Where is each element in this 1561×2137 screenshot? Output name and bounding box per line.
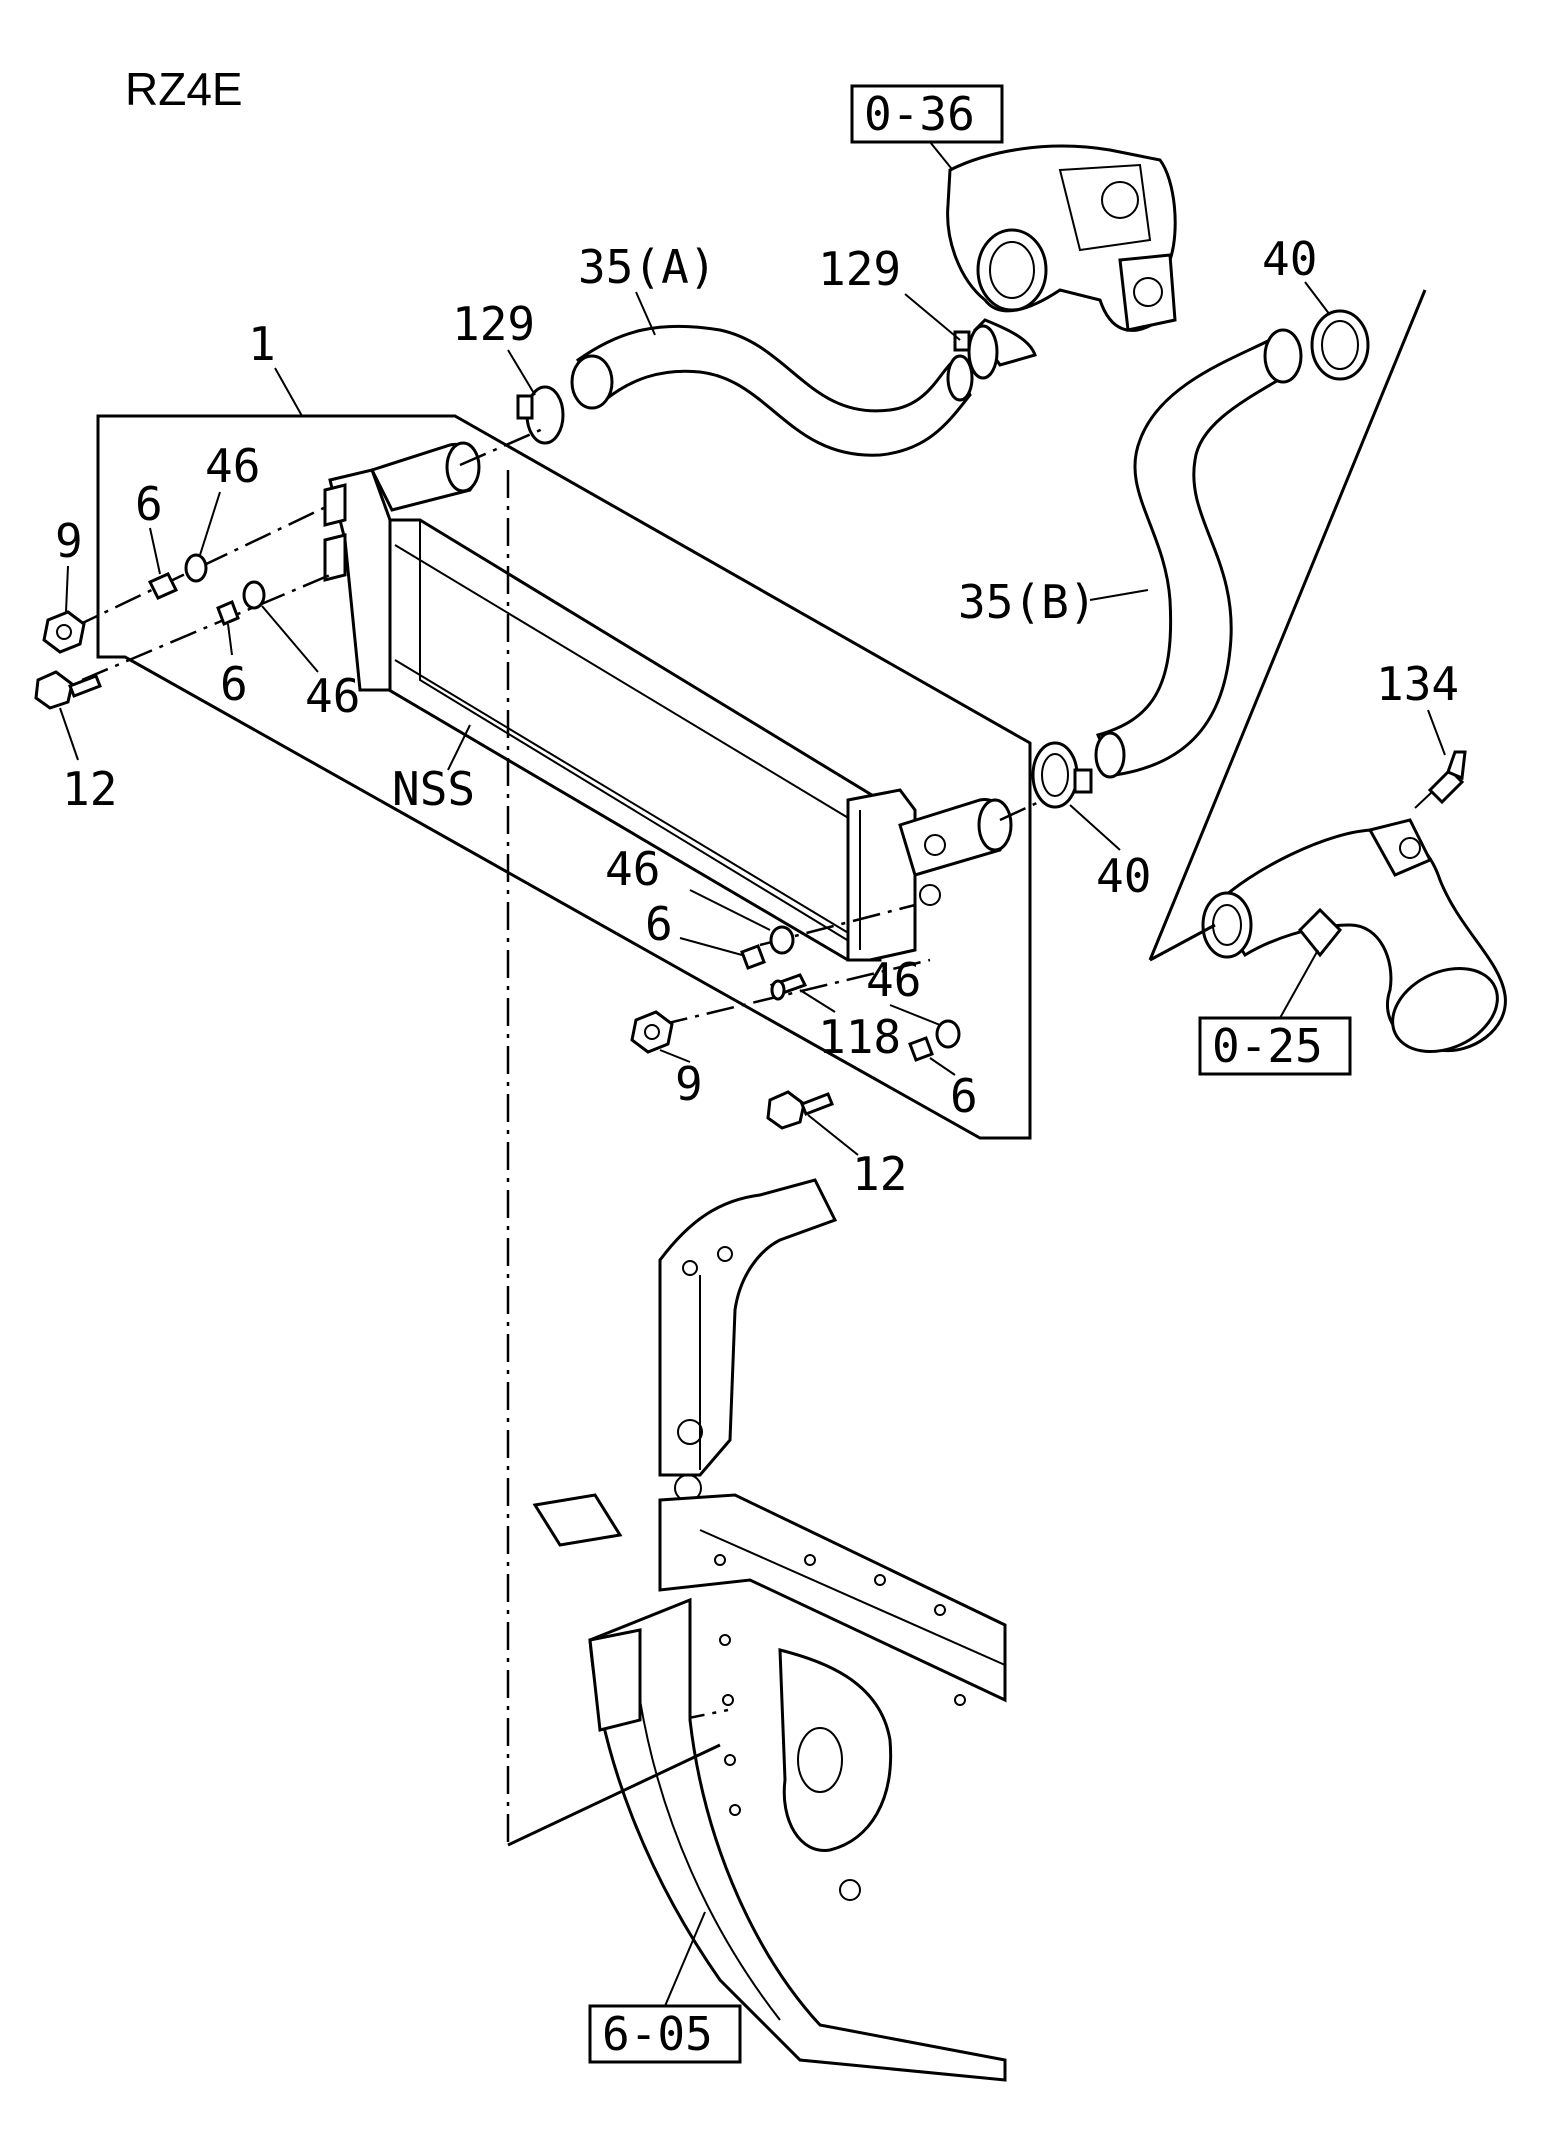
alignment-line-right-lower: [659, 958, 931, 1027]
frame-boundary: [507, 1743, 721, 1847]
ref-box-outlet-pipe[interactable]: 0-25: [1198, 1016, 1352, 1076]
outlet-pipe-boundary: [1149, 923, 1216, 962]
clamp-129-left: [516, 385, 565, 445]
fastener-grommet-46-right-upper: [769, 925, 795, 955]
svg-text:6-05: 6-05: [602, 2007, 713, 2061]
label-grommet-46-b: 46: [305, 669, 360, 723]
intercooler-core: [323, 441, 1013, 962]
fastener-bolt-6-right-lower: [908, 1036, 934, 1062]
label-nut-9-a: 9: [55, 514, 83, 568]
intercooler-boundary: [96, 414, 1032, 1140]
alignment-line-left-lower: [81, 573, 331, 682]
fastener-bolt-12-right: [766, 1090, 834, 1130]
label-clamp-129-right: 129: [818, 242, 901, 296]
fastener-grommet-46-right-lower: [935, 1019, 961, 1049]
label-bolt-6-a: 6: [135, 477, 163, 531]
alignment-line-hose-a: [459, 426, 546, 467]
label-nut-9-b: 9: [675, 1057, 703, 1111]
fastener-bolt-6-left-lower: [216, 600, 240, 626]
label-grommet-46-a: 46: [205, 439, 260, 493]
label-clamp-40-top: 40: [1262, 232, 1317, 286]
hose-b-boundary: [1148, 289, 1427, 961]
fastener-bolt-6-left-upper: [147, 572, 179, 600]
fastener-bolt-6-right-upper: [740, 944, 766, 970]
label-stud-118: 118: [818, 1010, 901, 1064]
svg-text:0-25: 0-25: [1212, 1019, 1323, 1073]
fastener-grommet-46-left-lower: [242, 580, 266, 610]
label-intercooler: 1: [248, 317, 276, 371]
clamp-40-bottom: [1031, 741, 1093, 809]
label-bolt-12-b: 12: [852, 1147, 907, 1201]
fastener-nut-9-left: [42, 610, 86, 654]
label-bolt-6-c: 6: [645, 897, 673, 951]
svg-text:0-36: 0-36: [864, 87, 975, 141]
label-grommet-46-c: 46: [605, 842, 660, 896]
hose-35a: [570, 324, 974, 457]
fastener-grommet-46-left-upper: [184, 553, 208, 583]
label-bracket-nss: NSS: [392, 762, 475, 816]
label-hose-35a: 35(A): [578, 240, 716, 294]
label-bolt-12-a: 12: [62, 762, 117, 816]
clamp-40-top: [1310, 309, 1370, 381]
clamp-129-right: [953, 324, 999, 380]
model-code: RZ4E: [125, 63, 243, 115]
label-clamp-129-left: 129: [452, 297, 535, 351]
frame-drawing: [532, 1178, 1007, 2082]
sensor-134: [1414, 750, 1467, 809]
label-bolt-6-b: 6: [220, 657, 248, 711]
fastener-stud-118: [769, 973, 808, 1001]
turbocharger-drawing: [946, 144, 1177, 367]
outlet-pipe-drawing: [1201, 818, 1507, 1054]
label-grommet-46-d: 46: [866, 953, 921, 1007]
label-bolt-6-d: 6: [950, 1069, 978, 1123]
fastener-nut-9-right: [630, 1010, 674, 1054]
hose-35b: [1094, 328, 1303, 779]
label-hose-35b: 35(B): [958, 575, 1096, 629]
fastener-bolt-12-left: [34, 670, 102, 710]
ref-box-frame[interactable]: 6-05: [588, 2004, 742, 2064]
ref-box-turbocharger[interactable]: 0-36: [850, 84, 1004, 144]
label-clamp-40-bottom: 40: [1096, 849, 1151, 903]
label-sensor-134: 134: [1376, 657, 1459, 711]
